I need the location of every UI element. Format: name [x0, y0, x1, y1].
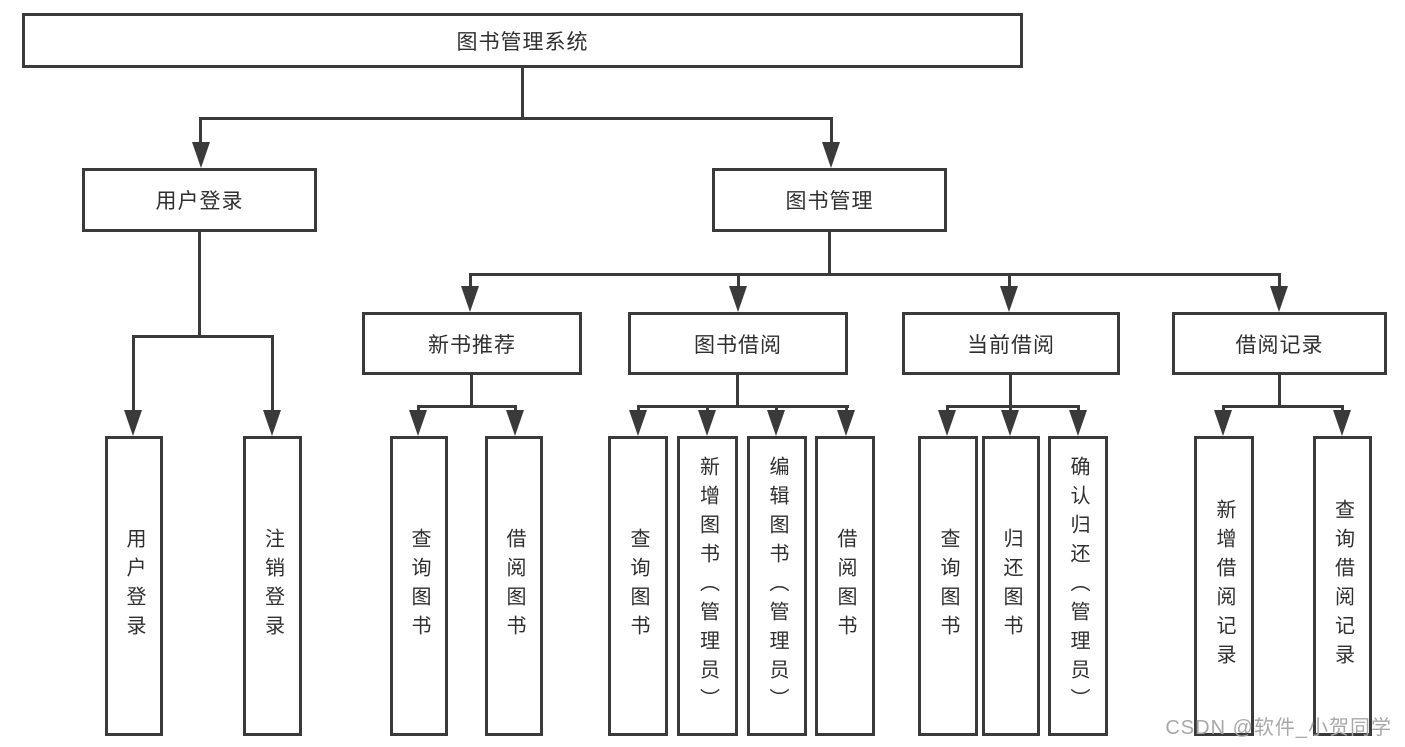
leaf-br-query-record: 查询借阅记录 [1313, 436, 1372, 736]
leaf-label: 新增图书（管理员） [696, 455, 719, 717]
connector-arm [845, 405, 848, 410]
arrowhead-icon [729, 286, 747, 312]
leaf-label: 查询图书 [408, 528, 430, 644]
leaf-label: 用户登录 [123, 528, 145, 644]
leaf-label: 查询图书 [937, 528, 959, 644]
arrowhead-icon [1270, 286, 1288, 312]
connector-root-stem [521, 68, 524, 117]
leaf-label: 查询借阅记录 [1331, 499, 1354, 673]
connector-arm-current-borrow [1008, 273, 1011, 286]
connector-user-login-split [132, 335, 274, 338]
connector-new-book-stem [470, 375, 473, 405]
node-label: 用户登录 [155, 190, 244, 213]
watermark: CSDN @软件_小贺同学 [1165, 717, 1392, 739]
arrowhead-icon [506, 410, 524, 436]
leaf-label: 查询图书 [627, 528, 649, 644]
leaf-logout: 注销登录 [243, 436, 302, 736]
connector-arm [1341, 405, 1344, 410]
leaf-label: 注销登录 [261, 528, 284, 644]
connector-arm-book-borrow [737, 273, 740, 286]
leaf-cb-query-books: 查询图书 [918, 436, 978, 736]
arrowhead-icon [461, 286, 479, 312]
leaf-bb-add-books-admin: 新增图书（管理员） [677, 436, 738, 736]
connector-arm [1077, 405, 1080, 410]
node-label: 借阅记录 [1235, 333, 1324, 357]
arrowhead-icon [409, 410, 427, 436]
node-current-borrow: 当前借阅 [902, 312, 1120, 375]
connector-book-borrow-stem [736, 375, 739, 405]
node-library-management-system: 图书管理系统 [22, 13, 1023, 68]
connector-arm [706, 405, 709, 410]
connector-current-borrow-split [946, 405, 1080, 408]
leaf-cb-return-books: 归还图书 [982, 436, 1040, 736]
leaf-bb-borrow-books: 借阅图书 [815, 436, 875, 736]
connector-arm-user-login [199, 117, 202, 143]
leaf-label: 借阅图书 [834, 528, 856, 644]
connector-current-borrow-stem [1009, 375, 1012, 405]
arrowhead-icon [1069, 410, 1087, 436]
leaf-label: 归还图书 [1000, 528, 1022, 644]
connector-root-split [199, 117, 833, 120]
node-borrow-records: 借阅记录 [1172, 312, 1387, 375]
node-label: 图书管理 [785, 190, 874, 213]
connector-arm [514, 405, 517, 410]
connector-arm [775, 405, 778, 410]
connector-book-management-stem [828, 232, 831, 273]
node-new-book-recommend: 新书推荐 [362, 312, 582, 375]
node-book-management: 图书管理 [712, 168, 947, 232]
leaf-cb-confirm-return-admin: 确认归还（管理员） [1048, 436, 1108, 736]
leaf-label: 新增借阅记录 [1213, 499, 1235, 673]
connector-arm-leaf-user-login [132, 335, 135, 410]
arrowhead-icon [837, 410, 855, 436]
node-user-login: 用户登录 [82, 168, 317, 232]
connector-arm [417, 405, 420, 410]
arrowhead-icon [124, 410, 142, 436]
arrowhead-icon [1000, 286, 1018, 312]
connector-user-login-stem [198, 232, 201, 335]
arrowhead-icon [192, 142, 210, 168]
arrowhead-icon [1001, 410, 1019, 436]
connector-book-management-split [469, 273, 1281, 276]
node-label: 图书借阅 [694, 333, 782, 357]
connector-book-borrow-split [637, 405, 849, 408]
arrowhead-icon [767, 410, 785, 436]
connector-arm [946, 405, 949, 410]
arrowhead-icon [629, 410, 647, 436]
connector-arm-borrow-records [1278, 273, 1281, 286]
node-book-borrow: 图书借阅 [628, 312, 848, 375]
leaf-rec-borrow-books: 借阅图书 [485, 436, 543, 736]
connector-arm [637, 405, 640, 410]
leaf-label: 借阅图书 [503, 528, 525, 644]
node-label: 当前借阅 [967, 333, 1055, 357]
node-label: 图书管理系统 [456, 30, 589, 54]
arrowhead-icon [1333, 410, 1351, 436]
connector-borrow-records-stem [1278, 375, 1281, 405]
leaf-bb-edit-books-admin: 编辑图书（管理员） [747, 436, 807, 736]
arrowhead-icon [698, 410, 716, 436]
connector-borrow-records-split [1222, 405, 1344, 408]
node-label: 新书推荐 [428, 333, 516, 357]
arrowhead-icon [1214, 410, 1232, 436]
leaf-label: 编辑图书（管理员） [766, 455, 788, 717]
leaf-user-login: 用户登录 [105, 436, 163, 736]
arrowhead-icon [938, 410, 956, 436]
connector-arm-new-book [469, 273, 472, 286]
connector-arm-leaf-logout [271, 335, 274, 410]
leaf-rec-query-books: 查询图书 [390, 436, 448, 736]
arrowhead-icon [263, 410, 281, 436]
connector-arm [1009, 405, 1012, 410]
leaf-label: 确认归还（管理员） [1067, 455, 1089, 717]
connector-arm [1222, 405, 1225, 410]
connector-new-book-split [417, 405, 517, 408]
connector-arm-book-management [830, 117, 833, 143]
leaf-br-add-record: 新增借阅记录 [1194, 436, 1254, 736]
arrowhead-icon [822, 142, 840, 168]
leaf-bb-query-books: 查询图书 [608, 436, 668, 736]
